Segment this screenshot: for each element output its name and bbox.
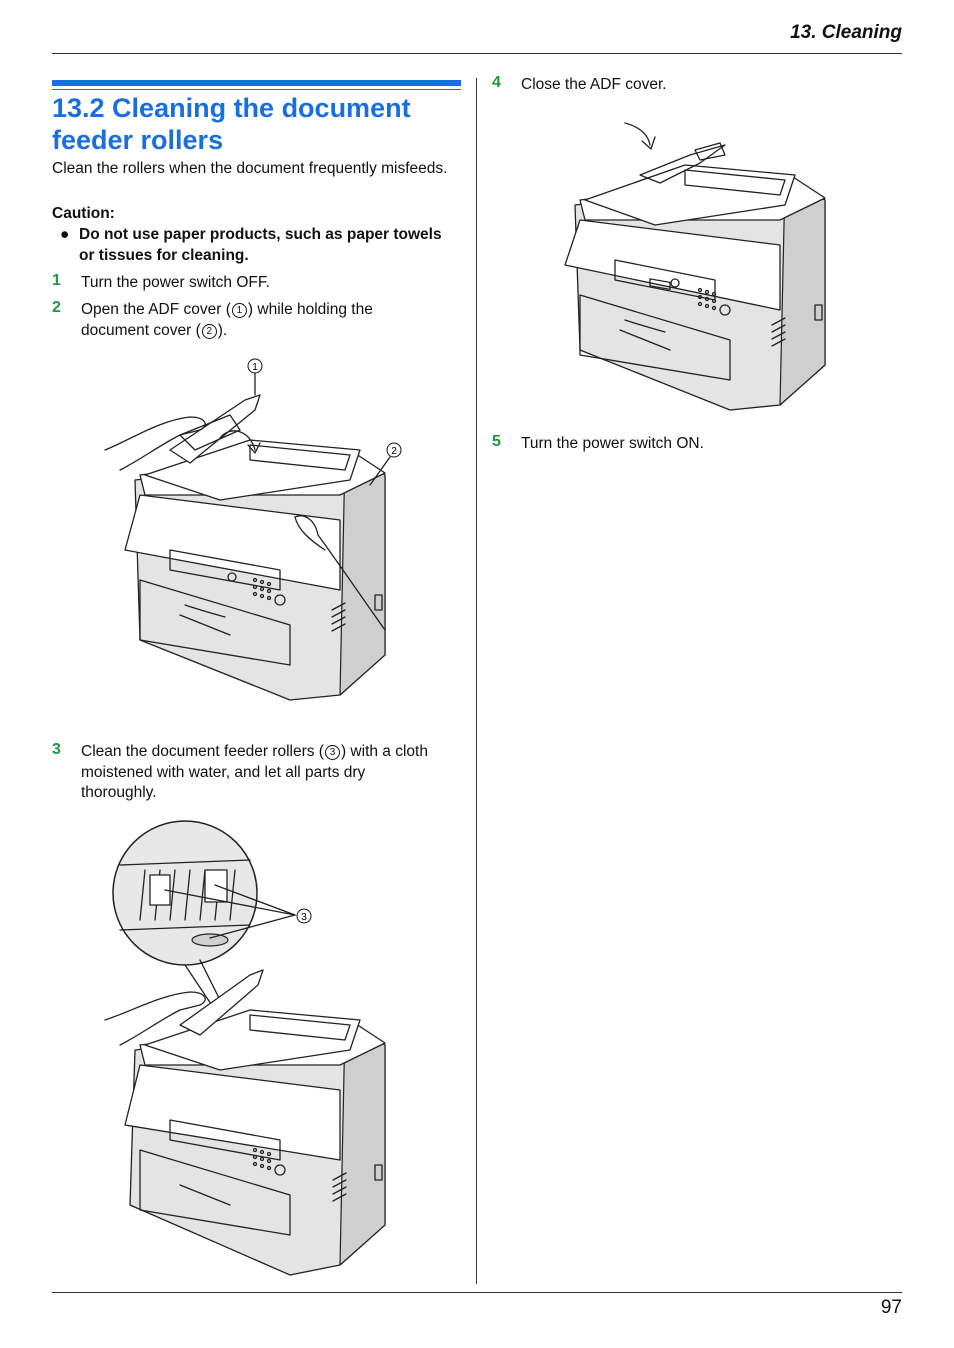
header-rule: [52, 53, 902, 54]
section-title-bar: [52, 80, 461, 86]
step-2-text-a: Open the ADF cover (: [81, 301, 231, 318]
illustration-open-adf: 1 2: [104, 358, 402, 701]
step-3-text-a: Clean the document feeder rollers (: [81, 743, 324, 760]
callout-3-inline: 3: [324, 745, 340, 760]
step-3-text-b: ) with a cloth: [340, 743, 428, 760]
callout-1-label: 1: [252, 362, 258, 373]
step-3-number: 3: [52, 741, 61, 758]
caution-text-line-2: or tissues for cleaning.: [79, 246, 249, 264]
footer-rule: [52, 1292, 902, 1293]
section-title-line-2: feeder rollers: [52, 125, 224, 155]
caution-text-line-1: Do not use paper products, such as paper…: [79, 226, 442, 243]
step-5-number: 5: [492, 433, 501, 450]
step-2-number: 2: [52, 299, 61, 316]
caution-bullet: ●: [60, 226, 70, 243]
callout-3-label: 3: [301, 912, 307, 923]
caution-text: Do not use paper products, such as paper…: [79, 225, 469, 266]
illustration-close-adf: [564, 122, 826, 411]
intro-text: Clean the rollers when the document freq…: [52, 160, 448, 177]
step-2-text-d: ).: [217, 321, 228, 339]
step-4-number: 4: [492, 74, 501, 91]
callout-1-inline: 1: [231, 303, 247, 318]
step-3-text-line-2: moistened with water, and let all parts …: [81, 763, 366, 781]
caution-label: Caution:: [52, 205, 115, 222]
step-3-text-line-3: thoroughly.: [81, 784, 157, 801]
step-1-number: 1: [52, 272, 61, 289]
illustration-clean-rollers: 3: [104, 820, 386, 1276]
section-title-rule: [52, 89, 461, 90]
callout-2-label: 2: [391, 446, 397, 457]
section-title-line-1: 13.2 Cleaning the document: [52, 93, 411, 123]
step-2-text: Open the ADF cover (1) while holding the…: [81, 300, 471, 341]
page-number: 97: [880, 1297, 902, 1318]
step-4-text: Close the ADF cover.: [521, 76, 667, 93]
step-3-text: Clean the document feeder rollers (3) wi…: [81, 742, 471, 804]
callout-2-inline: 2: [201, 323, 217, 339]
column-divider: [476, 78, 477, 1284]
step-5-text: Turn the power switch ON.: [521, 435, 704, 452]
section-title: 13.2 Cleaning the document feeder roller…: [52, 92, 472, 156]
step-1-text: Turn the power switch OFF.: [81, 274, 270, 291]
step-2-text-c: document cover (: [81, 321, 201, 339]
step-2-text-b: ) while holding the: [247, 301, 373, 318]
running-header: 13. Cleaning: [790, 22, 902, 43]
